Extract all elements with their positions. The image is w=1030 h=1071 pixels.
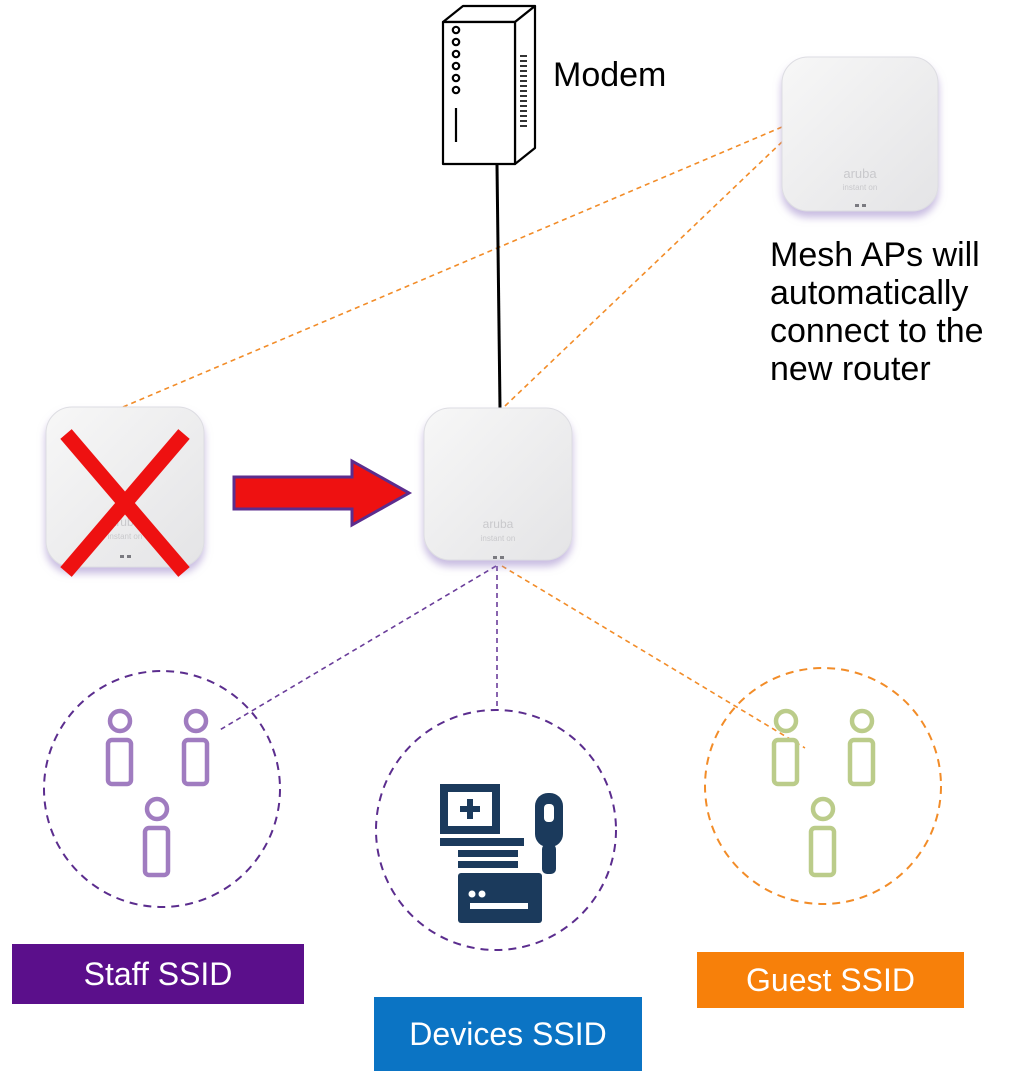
- right-arrow-icon: [232, 458, 413, 528]
- svg-text:instant on: instant on: [843, 183, 878, 192]
- mesh-note-line: automatically: [770, 274, 969, 312]
- mesh-note: Mesh APs will automatically connect to t…: [770, 236, 1028, 388]
- mesh-link-new-router: [504, 139, 785, 407]
- svg-text:instant on: instant on: [481, 534, 516, 543]
- modem-icon: [441, 4, 537, 166]
- users-icon: [105, 708, 210, 878]
- medical-devices-icon: [440, 784, 563, 923]
- guest-ssid-group-circle: [704, 667, 942, 905]
- staff-ssid-group-circle: [43, 670, 281, 908]
- staff-link: [217, 565, 497, 732]
- modem-label: Modem: [553, 56, 667, 94]
- guest-link: [501, 565, 806, 749]
- svg-text:instant on: instant on: [108, 532, 143, 541]
- mesh-link-old-router: [122, 126, 783, 408]
- guest-ssid-badge: Guest SSID: [697, 952, 964, 1008]
- devices-ssid-badge: Devices SSID: [374, 997, 642, 1071]
- svg-text:aruba: aruba: [843, 166, 877, 181]
- devices-ssid-group-circle: [375, 709, 617, 951]
- new-router-access-point: aruba instant on: [423, 407, 573, 561]
- staff-ssid-badge: Staff SSID: [12, 944, 304, 1004]
- svg-text:aruba: aruba: [483, 517, 514, 531]
- mesh-note-line: new router: [770, 350, 931, 388]
- uplink-cable: [495, 164, 502, 409]
- mesh-access-point: aruba instant on: [781, 56, 939, 212]
- users-icon: [771, 708, 876, 878]
- x-mark-icon: [60, 429, 190, 577]
- mesh-note-line: connect to the: [770, 312, 984, 350]
- mesh-note-line: Mesh APs will: [770, 236, 980, 274]
